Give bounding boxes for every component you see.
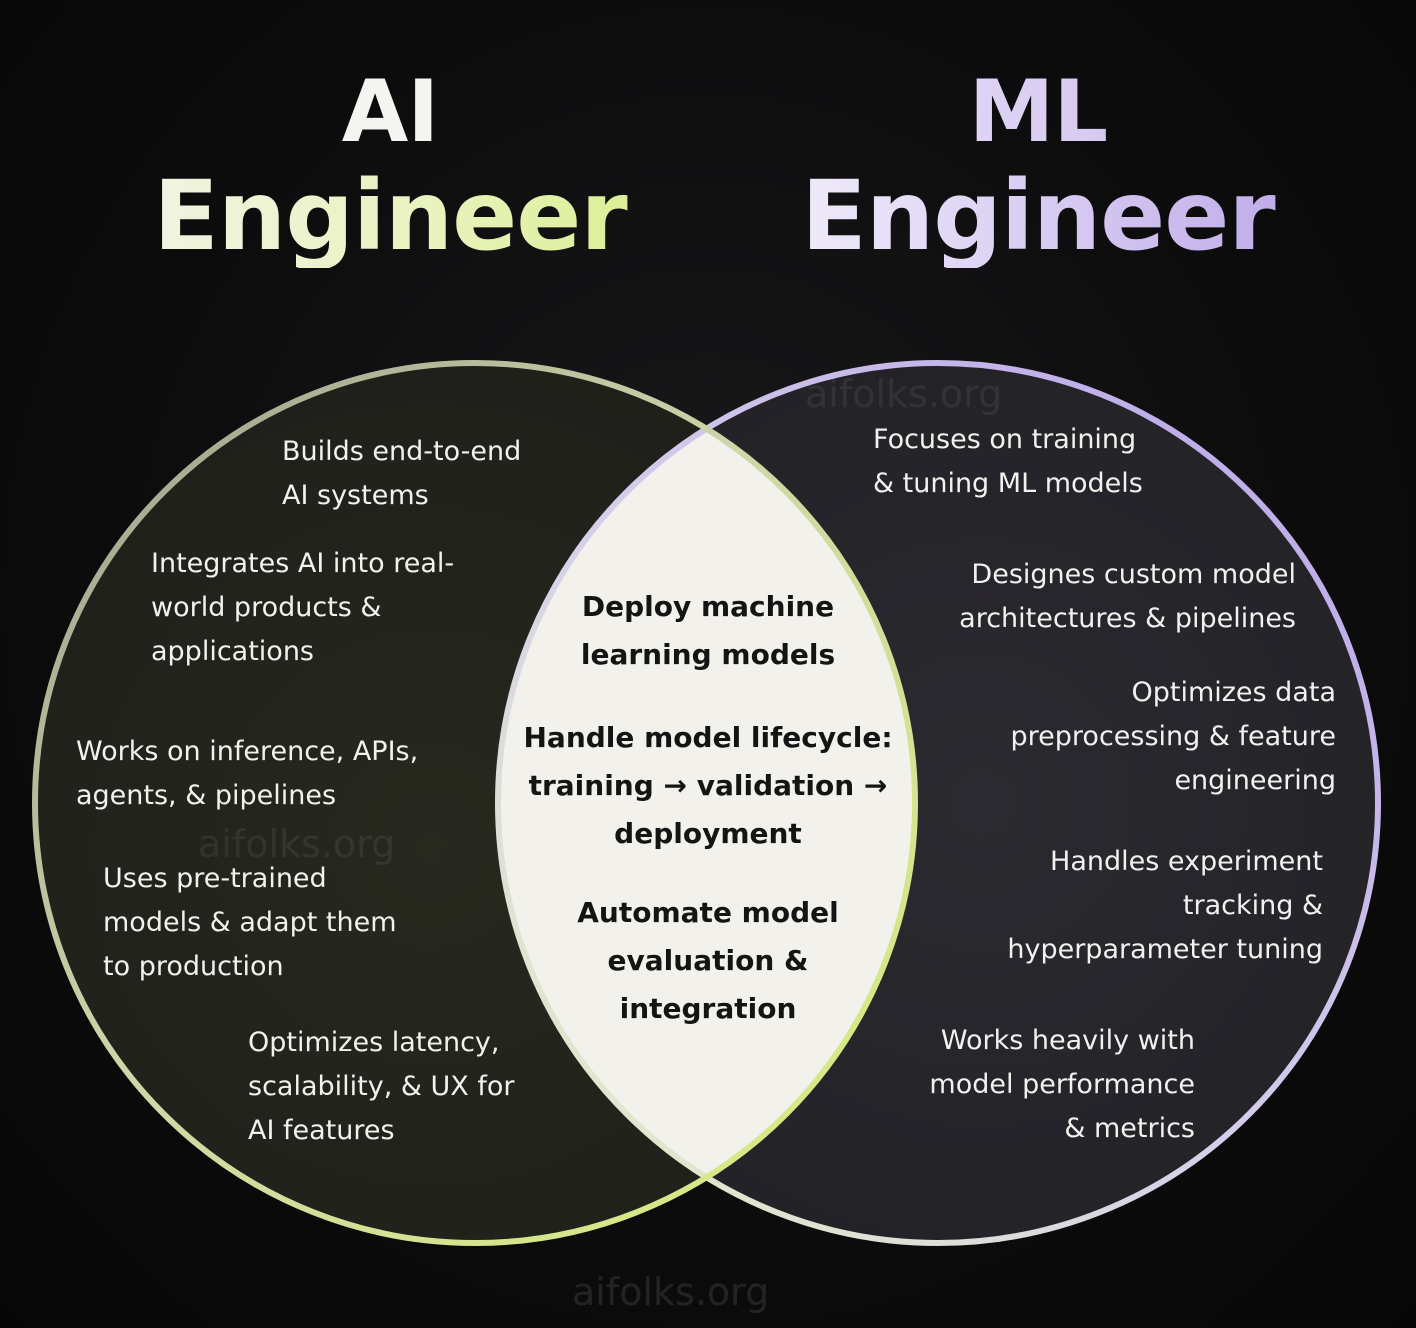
ml-item: Handles experiment tracking & hyperparam… [1007, 846, 1323, 965]
ml-item: Focuses on training & tuning ML models [873, 424, 1143, 499]
watermark-middle: aifolks.org [198, 822, 396, 866]
ai-item: Optimizes latency, scalability, & UX for… [248, 1027, 515, 1146]
shared-item: Handle model lifecycle: training → valid… [523, 721, 893, 850]
overlap-region [498, 363, 915, 1243]
ai-item: Integrates AI into real- world products … [151, 548, 455, 667]
ml-title-line2: Engineer [728, 164, 1348, 268]
watermark-top: aifolks.org [805, 372, 1003, 416]
ai-title-line2: Engineer [80, 164, 700, 268]
ai-circle-outline [32, 360, 918, 1246]
shared-item: Automate model evaluation & integration [577, 896, 839, 1025]
ai-item: Builds end-to-end AI systems [282, 436, 522, 511]
ml-item: Works heavily with model performance & m… [929, 1025, 1195, 1144]
ai-title-line1: AI [341, 62, 440, 162]
ml-item: Designes custom model architectures & pi… [959, 559, 1296, 634]
ml-item: Optimizes data preprocessing & feature e… [1010, 677, 1336, 796]
ai-item: Uses pre-trained models & adapt them to … [103, 863, 397, 982]
watermark-bottom: aifolks.org [572, 1270, 770, 1314]
ai-engineer-title: AI Engineer [80, 60, 700, 268]
shared-item: Deploy machine learning models [580, 590, 836, 671]
ml-engineer-title: ML Engineer [728, 60, 1348, 268]
ml-circle-outline [495, 360, 1381, 1246]
ml-title-line1: ML [728, 60, 1348, 164]
ai-item: Works on inference, APIs, agents, & pipe… [76, 736, 419, 811]
